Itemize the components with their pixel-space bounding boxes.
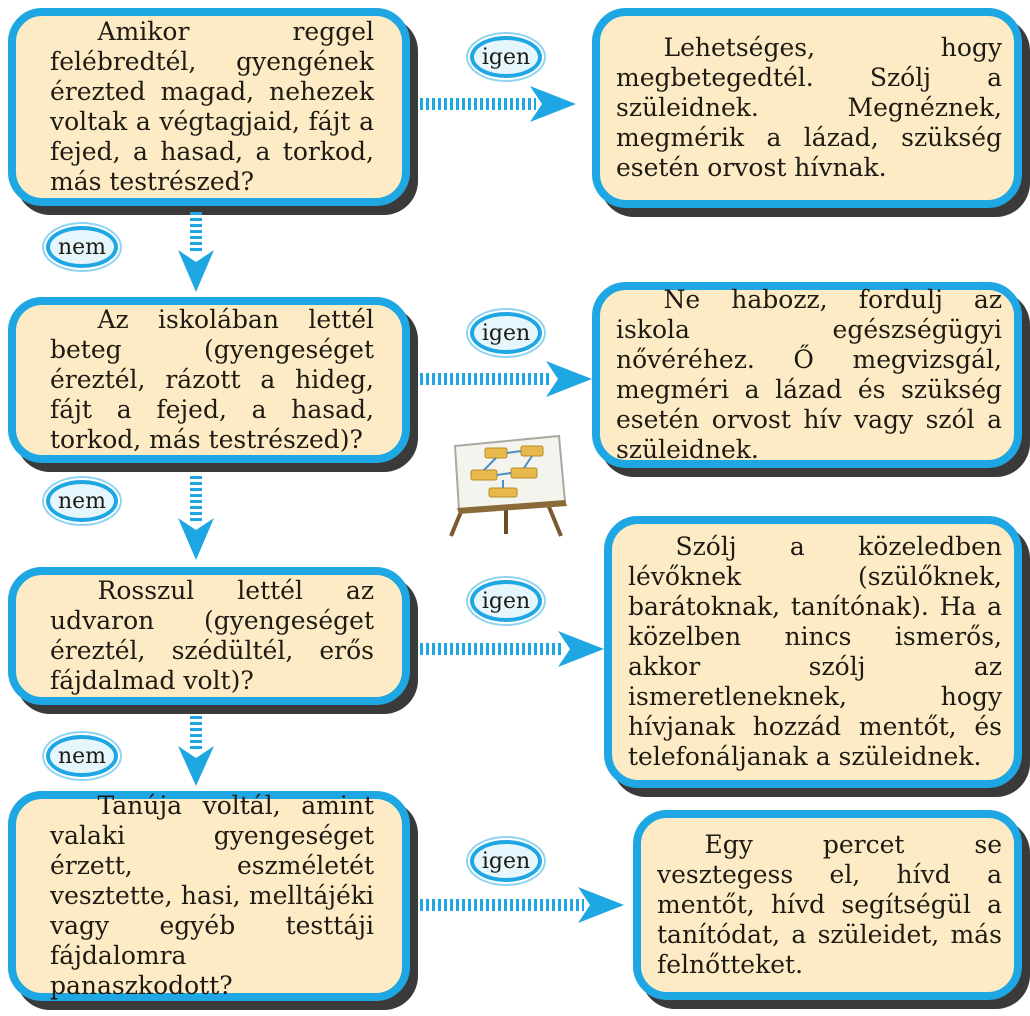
answer-box-4: Egy percet se vesztegess el, hívd a ment… <box>633 810 1022 1000</box>
question-box-4: Tanúja voltál, amint valaki gyengeséget … <box>8 791 410 1001</box>
answer-box-2: Ne habozz, fordulj az iskola egészségügy… <box>592 282 1022 468</box>
question-box-3: Rosszul lettél az udvaron (gyengeséget é… <box>8 567 410 705</box>
yes-badge-4: igen <box>470 840 542 882</box>
no-badge-3: nem <box>46 735 118 777</box>
no-arrow-3 <box>178 716 214 786</box>
yes-badge-3: igen <box>470 580 542 622</box>
answer-text-1: Lehetséges, hogy megbetegedtél. Szólj a … <box>616 33 1002 182</box>
answer-text-4: Egy percet se vesztegess el, hívd a ment… <box>657 830 1002 979</box>
yes-arrow-1 <box>420 86 576 122</box>
question-text-3: Rosszul lettél az udvaron (gyengeséget é… <box>50 576 374 695</box>
question-box-2: Az iskolában lettél beteg (gyengeséget é… <box>8 297 410 463</box>
answer-text-2: Ne habozz, fordulj az iskola egészségügy… <box>616 285 1002 464</box>
no-badge-1: nem <box>46 226 118 268</box>
no-arrow-2 <box>178 476 214 560</box>
yes-arrow-2 <box>420 361 592 397</box>
yes-badge-1: igen <box>470 36 542 78</box>
question-text-2: Az iskolában lettél beteg (gyengeséget é… <box>50 305 374 454</box>
question-text-4: Tanúja voltál, amint valaki gyengeséget … <box>50 791 374 1000</box>
question-box-1: Amikor reggel felébredtél, gyengének ére… <box>8 8 410 206</box>
no-badge-2: nem <box>46 480 118 522</box>
no-arrow-1 <box>178 212 214 292</box>
answer-box-1: Lehetséges, hogy megbetegedtél. Szólj a … <box>592 8 1022 208</box>
yes-arrow-4 <box>420 887 624 923</box>
flowchart-easel-icon <box>449 434 567 537</box>
question-text-1: Amikor reggel felébredtél, gyengének ére… <box>50 17 374 196</box>
yes-arrow-3 <box>420 631 604 667</box>
answer-box-3: Szólj a közeledben lévőknek (szülőknek, … <box>604 516 1022 788</box>
yes-badge-2: igen <box>470 312 542 354</box>
answer-text-3: Szólj a közeledben lévőknek (szülőknek, … <box>628 532 1002 771</box>
